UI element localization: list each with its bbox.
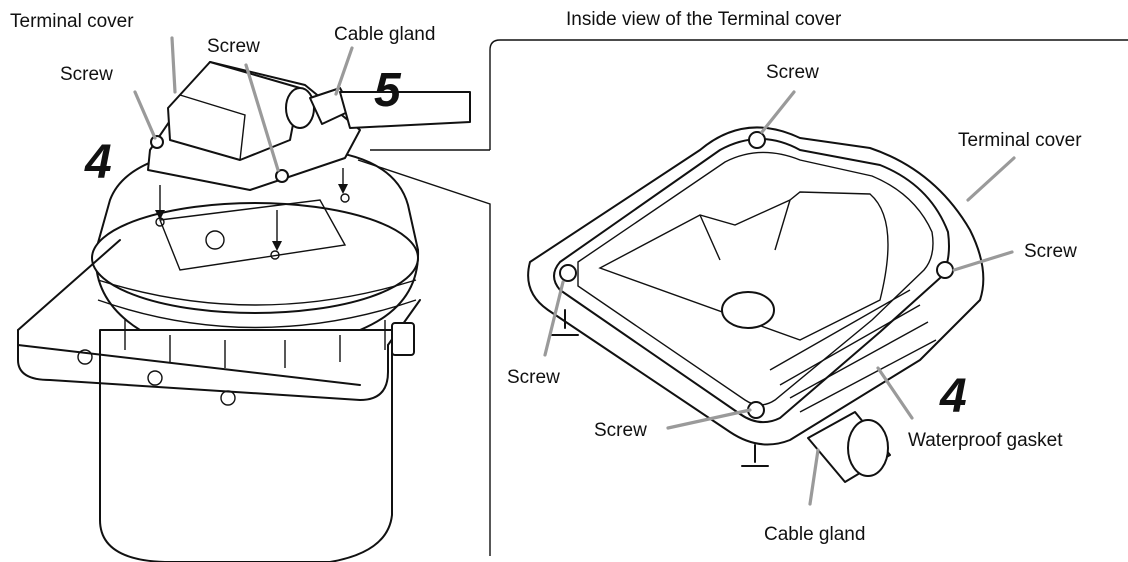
sensor-housing-illustration — [17, 61, 471, 562]
step-number-5: 5 — [374, 64, 402, 117]
label-screw-left: Screw — [60, 64, 113, 85]
step-number-4-right: 4 — [939, 370, 967, 423]
label-cable-gland-right: Cable gland — [764, 524, 865, 545]
inset-title: Inside view of the Terminal cover — [566, 9, 842, 30]
terminal-cover-inside-illustration — [527, 126, 985, 483]
label-screw-top-right: Screw — [766, 62, 819, 83]
label-screw-bottom-right: Screw — [594, 420, 647, 441]
label-waterproof-gasket: Waterproof gasket — [908, 430, 1063, 451]
left-leader-lines — [133, 36, 354, 172]
inset-callout-frame — [357, 39, 1128, 556]
right-leader-lines — [543, 90, 1016, 506]
label-screw-left-right: Screw — [507, 367, 560, 388]
label-terminal-cover-right: Terminal cover — [958, 130, 1082, 151]
label-cable-gland-left: Cable gland — [334, 24, 435, 45]
step-number-4-left: 4 — [84, 136, 112, 189]
label-screw-right: Screw — [1024, 241, 1077, 262]
label-terminal-cover-left: Terminal cover — [10, 11, 134, 32]
label-screw-top-left: Screw — [207, 36, 260, 57]
